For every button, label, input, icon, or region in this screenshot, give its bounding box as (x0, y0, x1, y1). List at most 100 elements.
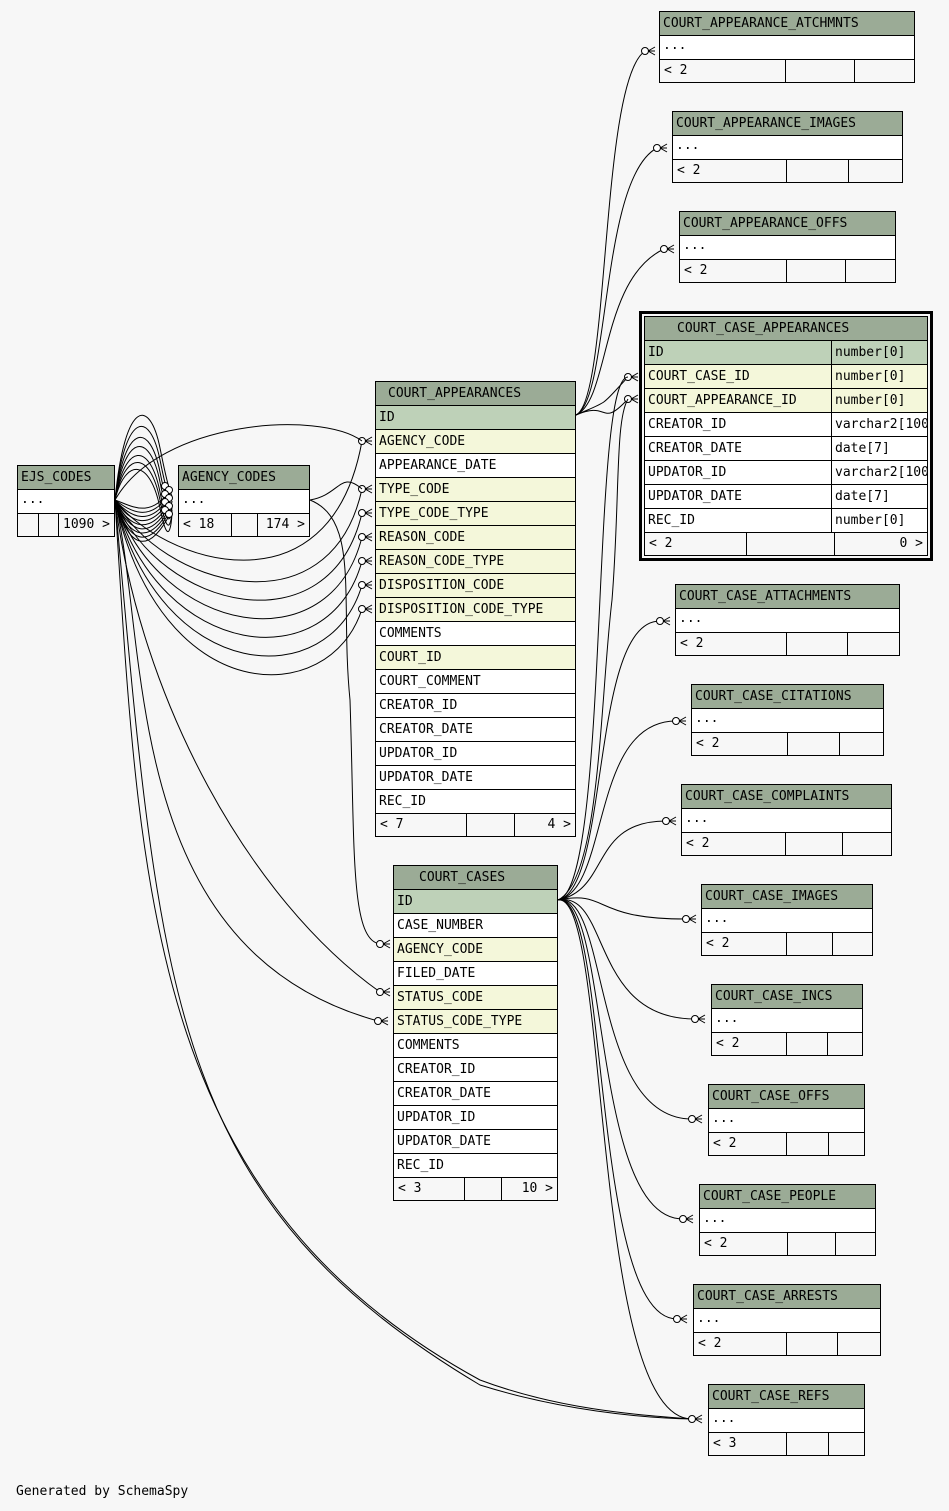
table-court-case-arrests[interactable]: COURT_CASE_ARRESTS...< 2 (693, 1284, 881, 1356)
table-name[interactable]: COURT_CASE_APPEARANCES (645, 317, 927, 341)
table-court-appearance-atchmnts[interactable]: COURT_APPEARANCE_ATCHMNTS...< 2 (659, 11, 915, 83)
table-court-case-citations[interactable]: COURT_CASE_CITATIONS...< 2 (691, 684, 884, 756)
column-row[interactable]: REC_ID (376, 790, 575, 814)
column-row[interactable]: REASON_CODE_TYPE (376, 550, 575, 574)
table-court-case-refs[interactable]: COURT_CASE_REFS...< 3 (708, 1384, 865, 1456)
table-court-appearance-images[interactable]: COURT_APPEARANCE_IMAGES...< 2 (672, 111, 903, 183)
table-name[interactable]: COURT_CASE_COMPLAINTS (682, 785, 891, 809)
edge-ejs-court-case-refs-2 (114, 499, 693, 1420)
table-name[interactable]: COURT_APPEARANCE_OFFS (680, 212, 895, 236)
column-row[interactable]: TYPE_CODE (376, 478, 575, 502)
column-row[interactable]: COURT_COMMENT (376, 670, 575, 694)
table-name[interactable]: COURT_CASE_ATTACHMENTS (676, 585, 899, 609)
footer-columns (787, 733, 839, 755)
column-row[interactable]: APPEARANCE_DATE (376, 454, 575, 478)
table-name[interactable]: COURT_APPEARANCE_ATCHMNTS (660, 12, 914, 36)
table-name[interactable]: EJS_CODES (18, 466, 114, 490)
column-row[interactable]: CASE_NUMBER (394, 914, 557, 938)
crows-foot-marker (382, 987, 391, 997)
column-row[interactable]: UPDATOR_ID (394, 1106, 557, 1130)
table-name[interactable]: COURT_CASE_CITATIONS (692, 685, 883, 709)
column-row[interactable]: UPDATOR_ID (376, 742, 575, 766)
crows-foot-marker (659, 143, 668, 153)
column-row[interactable]: COMMENTS (376, 622, 575, 646)
column-row[interactable]: ID (376, 406, 575, 430)
footer-children (835, 1233, 875, 1255)
table-court-case-offs[interactable]: COURT_CASE_OFFS...< 2 (708, 1084, 865, 1156)
crows-foot-marker (666, 244, 675, 254)
table-name[interactable]: COURT_CASE_OFFS (709, 1085, 864, 1109)
column-name: UPDATOR_ID (648, 465, 727, 480)
column-row[interactable]: FILED_DATE (394, 962, 557, 986)
table-court-case-people[interactable]: COURT_CASE_PEOPLE...< 2 (699, 1184, 876, 1256)
footer-columns (786, 1033, 827, 1055)
column-row[interactable]: TYPE_CODE_TYPE (376, 502, 575, 526)
column-row[interactable]: CREATOR_ID (394, 1058, 557, 1082)
column-row[interactable]: CREATOR_ID (376, 694, 575, 718)
table-court-case-incs[interactable]: COURT_CASE_INCS...< 2 (711, 984, 863, 1056)
fk-endpoint (688, 1115, 696, 1123)
table-name[interactable]: COURT_CASES (394, 866, 557, 890)
table-court-case-attachments[interactable]: COURT_CASE_ATTACHMENTS...< 2 (675, 584, 900, 656)
column-row[interactable]: UPDATOR_ID varchar2[100] (645, 461, 927, 485)
column-row[interactable]: UPDATOR_DATE (394, 1130, 557, 1154)
column-name: COURT_CASE_ID (648, 369, 750, 384)
column-row[interactable]: ID (394, 890, 557, 914)
crows-foot-marker (382, 939, 391, 949)
table-name[interactable]: COURT_CASE_PEOPLE (700, 1185, 875, 1209)
crows-foot-marker (668, 816, 677, 826)
column-row[interactable]: STATUS_CODE (394, 986, 557, 1010)
table-name[interactable]: COURT_CASE_REFS (709, 1385, 864, 1409)
footer-children (847, 633, 899, 655)
column-name: CREATOR_DATE (648, 441, 742, 456)
column-row[interactable]: STATUS_CODE_TYPE (394, 1010, 557, 1034)
table-footer: < 2 (676, 633, 899, 655)
footer-children (845, 260, 895, 282)
table-court-case-images[interactable]: COURT_CASE_IMAGES...< 2 (701, 884, 873, 956)
footer-columns (786, 160, 848, 182)
table-court-appearance-offs[interactable]: COURT_APPEARANCE_OFFS...< 2 (679, 211, 896, 283)
column-row[interactable]: REC_ID (394, 1154, 557, 1178)
column-name: FILED_DATE (397, 966, 476, 981)
table-name[interactable]: COURT_CASE_INCS (712, 985, 862, 1009)
crows-foot-marker (685, 1214, 694, 1224)
table-footer: < 2 0 > (645, 533, 927, 555)
table-name[interactable]: COURT_APPEARANCES (376, 382, 575, 406)
table-ejs-codes[interactable]: EJS_CODES ... 1090 > (17, 465, 115, 537)
table-name[interactable]: COURT_CASE_IMAGES (702, 885, 872, 909)
table-name[interactable]: AGENCY_CODES (179, 466, 309, 490)
footer-children (828, 1133, 864, 1155)
column-row[interactable]: UPDATOR_DATE (376, 766, 575, 790)
column-name: UPDATOR_ID (397, 1110, 476, 1125)
table-footer: < 2 (712, 1033, 862, 1055)
column-row[interactable]: DISPOSITION_CODE_TYPE (376, 598, 575, 622)
column-row[interactable]: COURT_ID (376, 646, 575, 670)
edge-court-cases-cca (557, 398, 629, 901)
footer-parents: < 18 (183, 517, 215, 532)
column-row[interactable]: AGENCY_CODE (376, 430, 575, 454)
column-name: CREATOR_ID (379, 698, 458, 713)
fk-endpoint (682, 915, 690, 923)
column-row[interactable]: AGENCY_CODE (394, 938, 557, 962)
table-agency-codes[interactable]: AGENCY_CODES ... < 18 174 > (178, 465, 310, 537)
column-row[interactable]: REASON_CODE (376, 526, 575, 550)
column-row[interactable]: CREATOR_DATE (376, 718, 575, 742)
column-row[interactable]: DISPOSITION_CODE (376, 574, 575, 598)
table-name[interactable]: COURT_APPEARANCE_IMAGES (673, 112, 902, 136)
table-name[interactable]: COURT_CASE_ARRESTS (694, 1285, 880, 1309)
column-row[interactable]: CREATOR_DATE (394, 1082, 557, 1106)
column-type: varchar2[100] (831, 461, 927, 484)
footer-parents: < 3 (713, 1436, 737, 1451)
table-court-case-complaints[interactable]: COURT_CASE_COMPLAINTS...< 2 (681, 784, 892, 856)
column-row[interactable]: COMMENTS (394, 1034, 557, 1058)
